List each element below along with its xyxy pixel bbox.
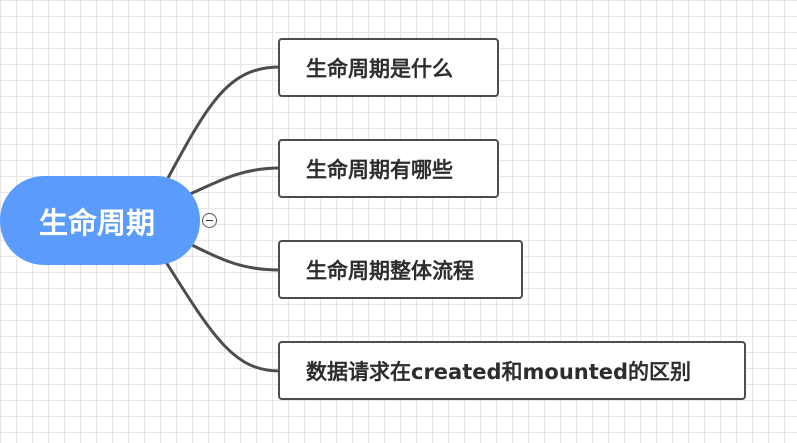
connector-to-child-0 xyxy=(166,65,281,179)
minus-circle-icon[interactable] xyxy=(202,213,217,228)
subtopic-label: 生命周期有哪些 xyxy=(306,157,453,182)
connector-to-child-3 xyxy=(164,261,281,373)
connector-to-child-1 xyxy=(187,166,281,197)
root-topic-label: 生命周期 xyxy=(38,205,155,240)
subtopic-lifecycle-hooks[interactable]: 生命周期有哪些 xyxy=(278,139,499,198)
connector-to-child-2 xyxy=(187,241,281,272)
subtopic-created-vs-mounted[interactable]: 数据请求在created和mounted的区别 xyxy=(278,341,746,400)
root-topic[interactable]: 生命周期 xyxy=(0,176,200,265)
subtopic-lifecycle-flow[interactable]: 生命周期整体流程 xyxy=(278,240,523,299)
minus-glyph xyxy=(206,220,213,221)
subtopic-label: 生命周期整体流程 xyxy=(306,258,474,283)
subtopic-label: 生命周期是什么 xyxy=(306,56,453,81)
subtopic-label: 数据请求在created和mounted的区别 xyxy=(306,359,692,384)
subtopic-what-is-lifecycle[interactable]: 生命周期是什么 xyxy=(278,38,499,97)
